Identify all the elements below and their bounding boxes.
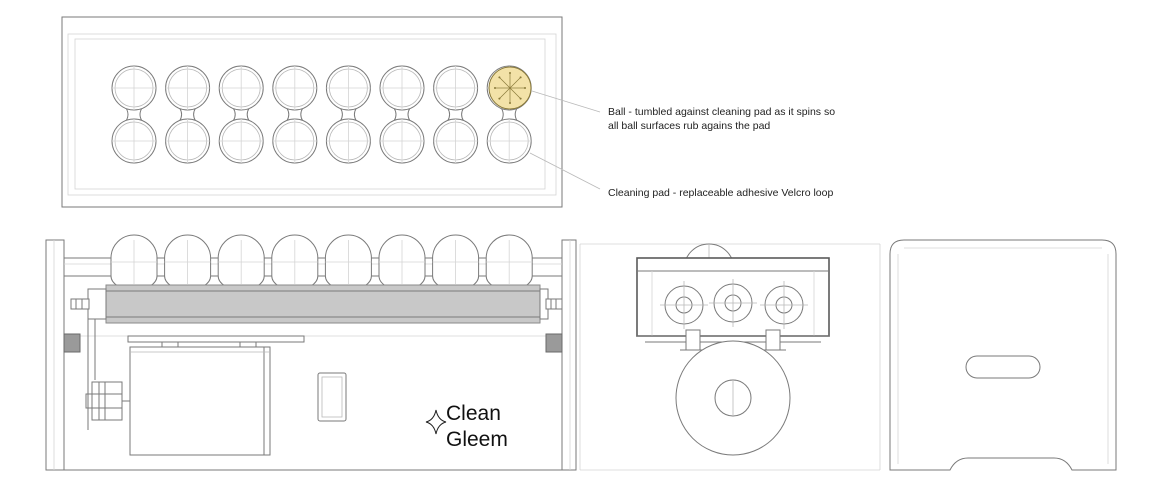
right-bolt: [545, 298, 563, 310]
spin-arrow-tip: [519, 97, 522, 100]
spin-arrow-tip: [498, 97, 501, 100]
leader-line-pad: [529, 152, 601, 190]
front-right-post: [561, 239, 577, 471]
highlighted-ball: [488, 66, 532, 110]
spin-arrow-tip: [519, 76, 522, 79]
side-view: [579, 243, 881, 471]
top-view-inner-frame: [67, 33, 557, 196]
right-foot-block: [545, 333, 563, 353]
spin-arrow: [509, 77, 521, 89]
left-bolt-head: [70, 298, 90, 310]
right-bolt-head: [545, 298, 563, 310]
spin-arrow: [509, 87, 521, 99]
side-mount-right: [765, 329, 781, 351]
pocket-pair: [111, 65, 157, 164]
motor-body: [129, 346, 271, 456]
left-foot-block: [63, 333, 81, 353]
logo-line2: Gleem: [446, 428, 508, 451]
side-mount-left: [685, 329, 701, 351]
logo-line1: Clean: [446, 402, 501, 425]
roller-left-collar: [87, 288, 107, 320]
pocket-pair: [165, 65, 211, 164]
top-view-outer-frame: [61, 16, 563, 208]
spin-arrow-tip: [509, 102, 511, 104]
motor-bracket: [127, 335, 305, 343]
pocket-pair: [379, 65, 425, 164]
pocket-pair: [272, 65, 318, 164]
callout-ball-line2: all ball surfaces rub agains the pad: [608, 120, 770, 132]
power-switch-inner: [321, 376, 343, 418]
pocket-pair: [433, 65, 479, 164]
side-rollers: [660, 279, 808, 329]
cover-outline: [889, 239, 1117, 471]
end-view: [889, 239, 1117, 471]
spin-arrow-tip: [494, 87, 496, 89]
power-switch[interactable]: [317, 372, 347, 422]
spin-arrow: [499, 77, 511, 89]
ball-spin-arrows: [494, 72, 526, 104]
side-roller: [660, 281, 708, 329]
leader-line-ball: [531, 90, 601, 113]
top-view: [61, 16, 563, 208]
spin-arrow-tip: [498, 76, 501, 79]
handle-slot[interactable]: [965, 355, 1041, 379]
front-balls: [110, 234, 533, 291]
spin-arrow: [499, 87, 511, 99]
callout-pad: Cleaning pad - replaceable adhesive Velc…: [608, 187, 833, 199]
sparkle-icon: [425, 409, 447, 435]
left-bolt: [70, 298, 90, 310]
side-roller: [709, 279, 757, 327]
top-view-inner-frame-2: [74, 38, 546, 190]
pocket-pair: [218, 65, 264, 164]
spin-arrow-tip: [509, 72, 511, 74]
side-roller: [760, 281, 808, 329]
callout-ball-line1: Ball - tumbled against cleaning pad as i…: [608, 106, 835, 118]
pocket-pair: [325, 65, 371, 164]
pulley-body: [91, 381, 123, 421]
front-view: Clean Gleem: [45, 234, 577, 471]
spin-arrow-tip: [524, 87, 526, 89]
drive-pulley: [85, 381, 150, 421]
front-left-post: [45, 239, 65, 471]
pocket-array: [111, 65, 532, 164]
